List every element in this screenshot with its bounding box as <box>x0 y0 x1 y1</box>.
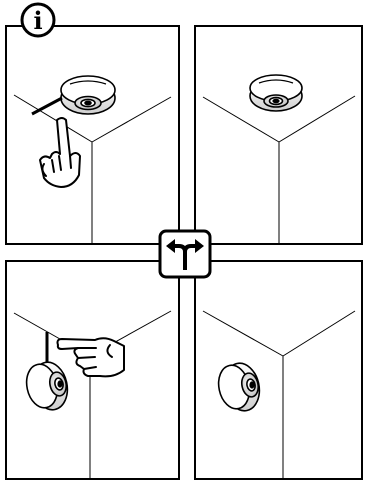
corner-lines <box>13 94 172 243</box>
ceiling-dome-camera <box>249 74 303 112</box>
pointing-up-hand-icon <box>39 117 81 188</box>
corner-lines <box>202 95 356 243</box>
wall-dome-camera <box>217 362 261 412</box>
panel-frame <box>194 260 363 480</box>
info-glyph: i <box>33 6 42 35</box>
wall-dome-camera <box>25 361 69 411</box>
panel-ceiling-plain <box>194 25 363 245</box>
panel-ceiling-with-hand <box>5 25 180 245</box>
pointing-left-hand-icon <box>56 337 125 378</box>
ceiling-dome-camera <box>60 75 116 115</box>
info-icon: i <box>20 2 56 38</box>
panel-wall-with-hand <box>5 260 180 480</box>
fork-arrows-icon <box>158 229 212 279</box>
cable <box>31 96 63 116</box>
panel-wall-plain <box>194 260 363 480</box>
corner-lines <box>202 310 356 478</box>
